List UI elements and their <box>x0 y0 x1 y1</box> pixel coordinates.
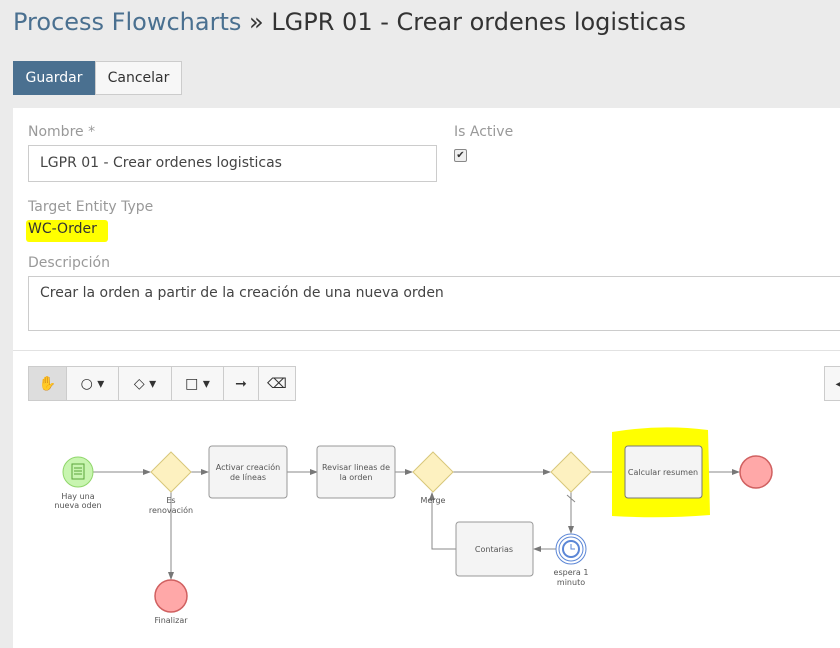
square-icon: □ ▾ <box>185 375 210 392</box>
eraser-tool-button[interactable]: ⌫ <box>258 366 296 401</box>
collapse-panel-button[interactable]: ◂ <box>824 366 840 401</box>
document-icon <box>71 463 85 480</box>
square-tool-button[interactable]: □ ▾ <box>171 366 224 401</box>
entity-label: Target Entity Type <box>28 199 154 215</box>
task-label: de líneas <box>230 473 266 482</box>
timer-label: minuto <box>557 578 585 587</box>
divider <box>13 350 840 351</box>
task-label: Calcular resumen <box>628 468 698 477</box>
breadcrumb-separator: » <box>241 8 272 36</box>
task-label: Revisar lineas de <box>322 463 390 472</box>
gateway-merge[interactable] <box>412 451 454 493</box>
gateway[interactable] <box>550 451 592 493</box>
description-textarea[interactable]: Crear la orden a partir de la creación d… <box>28 276 840 331</box>
name-label: Nombre * <box>28 124 96 140</box>
save-button[interactable]: Guardar <box>13 61 95 95</box>
start-event[interactable] <box>62 456 94 488</box>
gateway-label: renovación <box>149 505 193 515</box>
hand-tool-button[interactable]: ✋ <box>28 366 67 401</box>
description-label: Descripción <box>28 255 110 271</box>
timer-label: espera 1 <box>554 568 589 577</box>
gateway-renovacion[interactable] <box>150 451 192 493</box>
page-title: Process Flowcharts » LGPR 01 - Crear ord… <box>13 8 686 36</box>
flowchart-title: LGPR 01 - Crear ordenes logisticas <box>271 8 687 36</box>
task-label: Contarias <box>475 545 513 554</box>
task-calcular[interactable] <box>624 445 703 499</box>
highlight-mark <box>26 220 108 242</box>
name-input[interactable]: LGPR 01 - Crear ordenes logisticas <box>28 145 437 182</box>
circle-icon: ○ ▾ <box>80 375 105 392</box>
end-label: Finalizar <box>154 616 188 625</box>
end-event-finalizar[interactable] <box>154 579 188 613</box>
cancel-button[interactable]: Cancelar <box>95 61 182 95</box>
start-label: nueva oden <box>54 501 101 510</box>
arrow-left-icon: ◂ <box>835 375 840 392</box>
hand-icon: ✋ <box>38 375 57 392</box>
circle-tool-button[interactable]: ○ ▾ <box>66 366 119 401</box>
end-event[interactable] <box>739 455 773 489</box>
gateway-label: Es <box>166 496 175 505</box>
breadcrumb-link[interactable]: Process Flowcharts <box>13 8 242 36</box>
task-label: la orden <box>340 473 373 482</box>
entity-value: WC-Order <box>28 221 97 237</box>
eraser-icon: ⌫ <box>267 375 287 392</box>
task-revisar[interactable] <box>316 445 396 499</box>
task-activar[interactable] <box>208 445 288 499</box>
is-active-label: Is Active <box>454 124 514 140</box>
task-label: Activar creación <box>216 462 280 472</box>
timer-event[interactable] <box>555 533 587 565</box>
task-contarias[interactable] <box>455 521 534 577</box>
gateway-label: Merge <box>421 496 446 505</box>
arrow-right-icon: ➞ <box>235 375 247 392</box>
start-label: Hay una <box>61 492 94 501</box>
diamond-icon: ◇ ▾ <box>133 375 157 392</box>
is-active-checkbox[interactable]: ✔ <box>454 149 467 162</box>
